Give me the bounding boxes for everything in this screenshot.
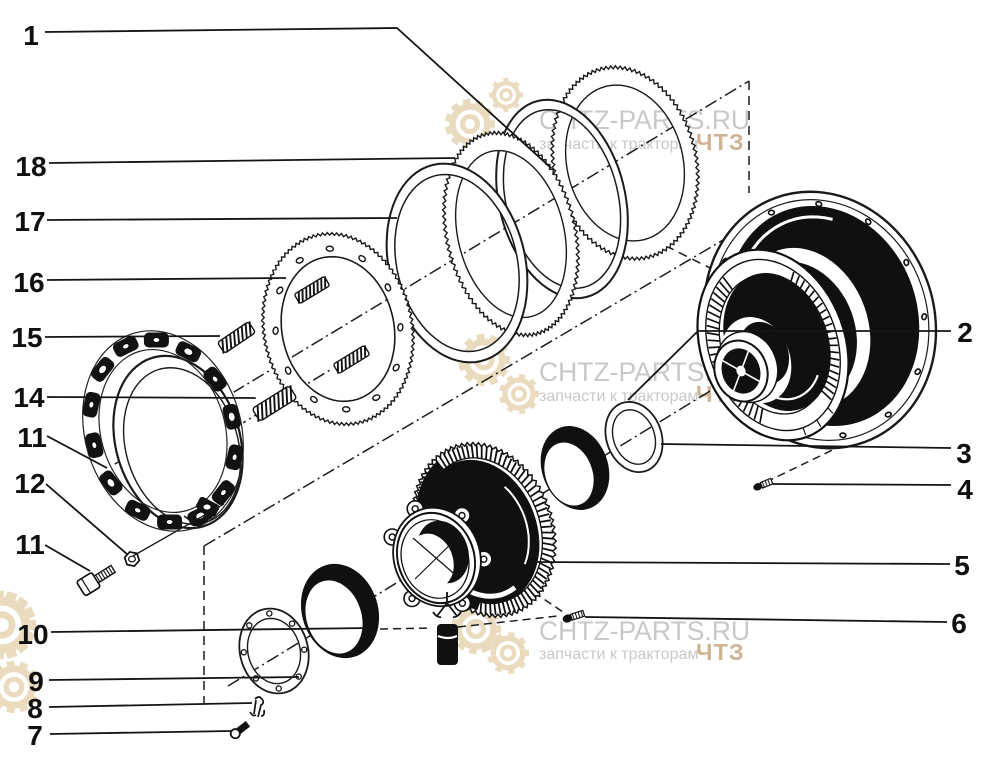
svg-text:16: 16 — [13, 267, 44, 298]
svg-text:18: 18 — [15, 151, 46, 182]
svg-text:11: 11 — [17, 422, 47, 453]
svg-text:15: 15 — [11, 322, 42, 353]
svg-text:4: 4 — [957, 474, 973, 505]
svg-text:запчасти к тракторам: запчасти к тракторам — [539, 136, 698, 153]
svg-text:10: 10 — [17, 619, 48, 650]
svg-text:14: 14 — [13, 382, 45, 413]
svg-text:1: 1 — [23, 20, 39, 51]
svg-text:3: 3 — [956, 438, 972, 469]
svg-text:ЧТЗ: ЧТЗ — [696, 129, 745, 155]
svg-text:2: 2 — [957, 317, 973, 348]
svg-text:запчасти к тракторам: запчасти к тракторам — [539, 646, 698, 663]
svg-text:9: 9 — [28, 666, 44, 697]
svg-text:7: 7 — [27, 720, 43, 751]
svg-text:8: 8 — [27, 693, 43, 724]
svg-text:11: 11 — [15, 529, 45, 560]
svg-text:5: 5 — [954, 550, 970, 581]
svg-text:запчасти к тракторам: запчасти к тракторам — [539, 388, 698, 405]
svg-text:6: 6 — [951, 608, 967, 639]
svg-text:ЧТЗ: ЧТЗ — [696, 639, 745, 665]
svg-text:CHTZ-PARTS.RU: CHTZ-PARTS.RU — [539, 616, 750, 646]
svg-text:17: 17 — [14, 206, 45, 237]
svg-text:12: 12 — [14, 468, 45, 499]
